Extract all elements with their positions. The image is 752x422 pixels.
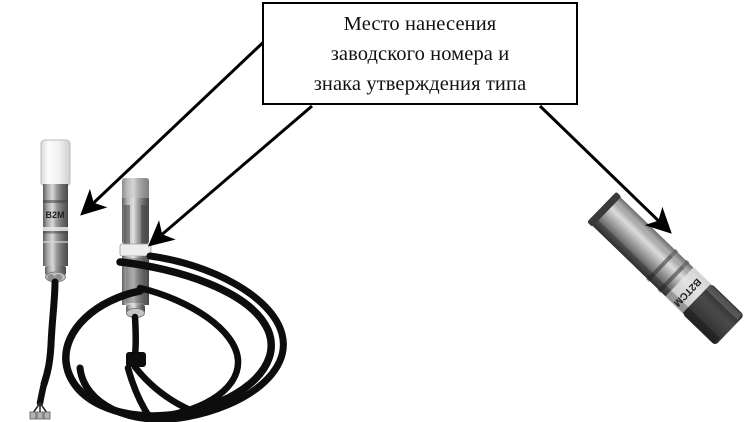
device-left-probe: В2М <box>40 139 71 283</box>
cable-bundle <box>36 252 287 422</box>
arrow-to-left-probe <box>80 32 274 216</box>
device-right-probe: В2ТСМ <box>587 192 743 344</box>
callout-line-1: Место нанесения <box>343 12 497 35</box>
callout-arrows <box>80 32 672 247</box>
callout-line-3: знака утверждения типа <box>313 72 527 95</box>
arrow-to-right-probe <box>538 104 672 234</box>
arrow-to-middle-probe <box>147 104 313 247</box>
cable-leads <box>29 402 51 420</box>
callout-line-2: заводского номера и <box>330 42 510 65</box>
callout-text-box: Место нанесения заводского номера и знак… <box>262 2 578 105</box>
left-probe-marking: В2М <box>45 210 64 220</box>
